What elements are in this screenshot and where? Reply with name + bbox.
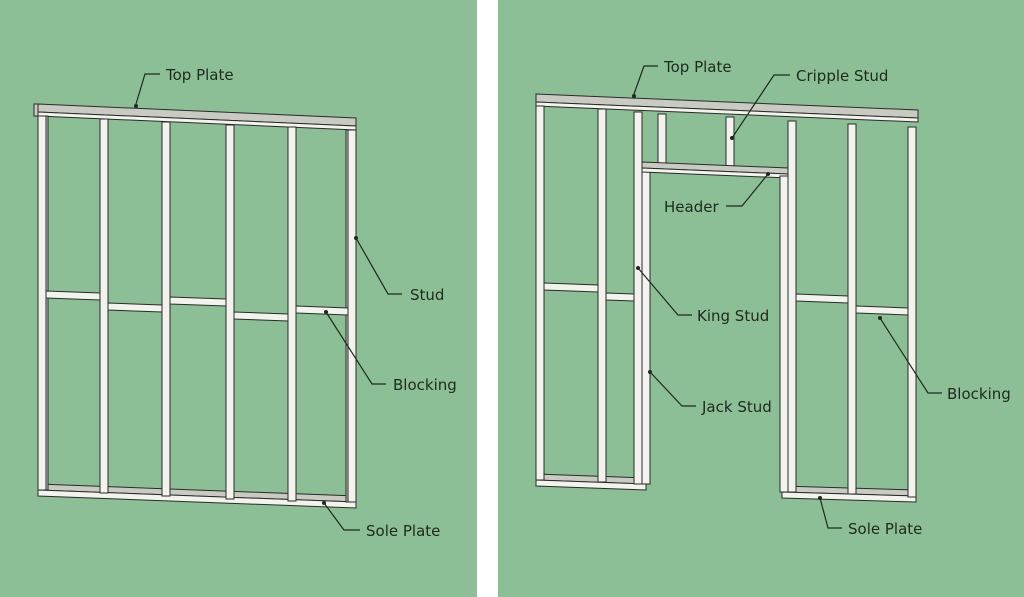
left-stud-1-side: [45, 115, 49, 491]
right-blocking-leader: [879, 317, 942, 394]
right-block-2: [605, 292, 635, 302]
right-king-stud-left: [633, 111, 643, 485]
right-blocking: [543, 282, 909, 316]
right-top-plate-leader: [633, 65, 658, 95]
left-sole-plate: [37, 489, 357, 509]
right-label-king-stud: King Stud: [697, 307, 769, 325]
left-stud-leader: [355, 237, 402, 295]
left-stud-2: [99, 118, 109, 494]
left-blocking-leader-dot: [324, 310, 328, 314]
right-block-3: [795, 293, 849, 304]
left-blocking: [45, 290, 349, 322]
right-block-4: [855, 305, 909, 316]
left-block-5: [295, 305, 349, 316]
left-studs: [37, 115, 357, 503]
right-cripple-stud-2: [725, 116, 735, 168]
left-stud-1: [37, 115, 47, 491]
right-label-blocking: Blocking: [947, 385, 1011, 403]
right-jack-stud-leader: [649, 371, 696, 407]
left-stud-4: [225, 124, 235, 500]
left-stud-6: [347, 129, 357, 503]
left-blocking-leader: [325, 311, 386, 385]
right-cripple-stud-leader: [731, 74, 790, 139]
left-wall-frame-drawing: Top Plate Stud Blocking Sole Plate: [33, 66, 457, 540]
right-label-cripple-stud: Cripple Stud: [796, 67, 888, 85]
right-blocking-leader-dot: [878, 316, 882, 320]
left-stud-5: [287, 126, 297, 502]
left-diagram-panel: Top Plate Stud Blocking Sole Plate: [0, 0, 477, 597]
right-sole-plate-leader-dot: [818, 496, 822, 500]
right-jack-stud-right: [779, 175, 789, 493]
right-header-leader-dot: [766, 172, 770, 176]
left-stud-6-side: [345, 129, 349, 503]
left-stud-3: [161, 121, 171, 497]
right-studs-left: [535, 105, 607, 483]
right-top-plate: [535, 101, 919, 123]
right-sole-plate-leader: [819, 497, 842, 529]
left-label-top-plate: Top Plate: [165, 66, 234, 84]
left-block-1: [45, 290, 101, 301]
right-jack-stud-leader-dot: [648, 370, 652, 374]
left-sole-plate-leader-dot: [322, 501, 326, 505]
right-sole-plate-right: [781, 491, 917, 503]
right-label-sole-plate: Sole Plate: [848, 520, 922, 538]
left-sole-plate-leader: [323, 502, 360, 531]
right-stud-4: [907, 126, 917, 498]
right-stud-1: [535, 105, 545, 481]
left-label-stud: Stud: [410, 286, 444, 304]
right-cripple-stud-1: [657, 113, 667, 165]
left-label-blocking: Blocking: [393, 376, 457, 394]
right-diagram-panel: Top Plate Cripple Stud Header King Stud …: [498, 0, 1024, 597]
right-sole-plate-left: [535, 479, 647, 491]
right-stud-2: [597, 108, 607, 483]
right-cripple-stud-leader-dot: [730, 136, 734, 140]
left-top-plate-leader-dot: [134, 104, 138, 108]
left-block-2: [107, 302, 163, 313]
left-label-sole-plate: Sole Plate: [366, 522, 440, 540]
left-block-3: [169, 296, 227, 307]
right-king-stud-right: [787, 120, 797, 493]
right-label-jack-stud: Jack Stud: [701, 398, 772, 416]
right-jack-stud-left: [641, 165, 651, 485]
right-block-1: [543, 282, 599, 293]
left-stud-leader-dot: [354, 236, 358, 240]
right-king-stud-leader: [637, 267, 692, 316]
right-label-top-plate: Top Plate: [663, 58, 732, 76]
right-wall-frame-drawing: Top Plate Cripple Stud Header King Stud …: [535, 58, 1011, 538]
right-label-header: Header: [664, 198, 719, 216]
left-top-plate-end: [33, 103, 39, 117]
right-king-stud-leader-dot: [636, 266, 640, 270]
left-top-plate-leader: [135, 73, 160, 105]
right-stud-3: [847, 123, 857, 495]
right-header-leader: [726, 173, 769, 207]
left-block-4: [233, 311, 289, 322]
right-top-plate-leader-dot: [632, 94, 636, 98]
